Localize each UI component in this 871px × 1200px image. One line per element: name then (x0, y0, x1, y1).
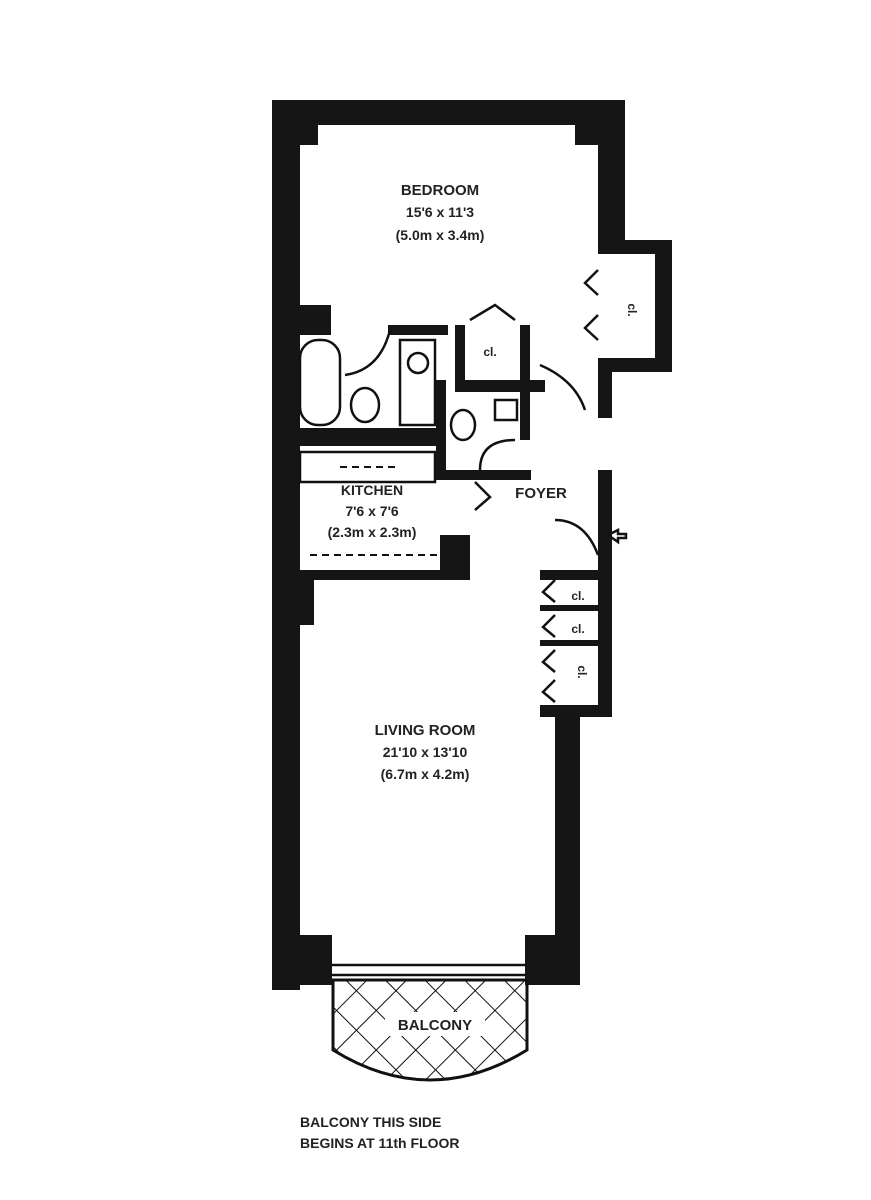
closet-label: cl. (571, 622, 584, 636)
closet-label: cl. (483, 345, 496, 359)
kitchen-dims-imperial: 7'6 x 7'6 (345, 503, 399, 519)
entry-arrow-icon (605, 527, 628, 545)
living-room-label: LIVING ROOM (375, 722, 476, 739)
bedroom-dims-imperial: 15'6 x 11'3 (406, 204, 474, 220)
fixtures (298, 269, 628, 977)
foyer-label: FOYER (515, 485, 567, 502)
bedroom-label: BEDROOM (401, 182, 479, 199)
living-room-dims-imperial: 21'10 x 13'10 (383, 744, 468, 760)
balcony (331, 978, 529, 1082)
bedroom-dims-metric: (5.0m x 3.4m) (396, 227, 485, 243)
kitchen-dims-metric: (2.3m x 2.3m) (328, 524, 417, 540)
balcony-note-line1: BALCONY THIS SIDE (300, 1114, 441, 1130)
kitchen-label: KITCHEN (341, 482, 403, 498)
closet-label: cl. (625, 303, 639, 316)
closet-label: cl. (575, 665, 589, 678)
closet-label: cl. (571, 589, 584, 603)
walls (272, 100, 672, 990)
balcony-label: BALCONY (398, 1017, 472, 1034)
balcony-note-line2: BEGINS AT 11th FLOOR (300, 1135, 459, 1151)
living-room-dims-metric: (6.7m x 4.2m) (381, 766, 470, 782)
